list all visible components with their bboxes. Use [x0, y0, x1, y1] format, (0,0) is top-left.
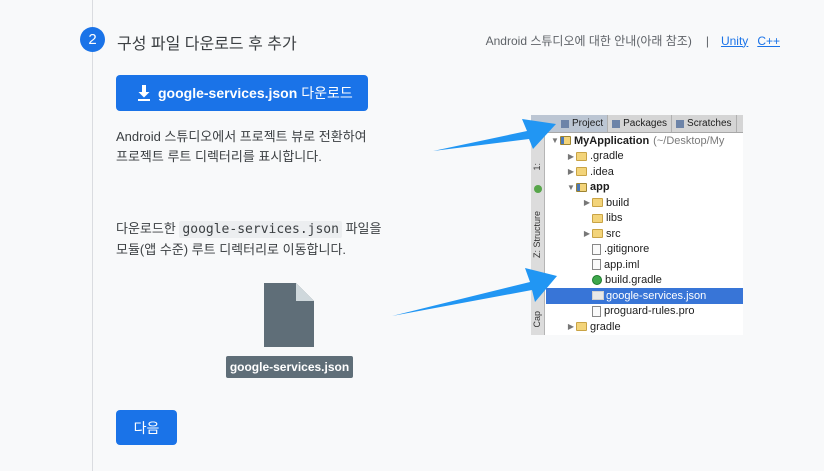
tree-item-label: MyApplication — [574, 134, 650, 147]
download-config-button[interactable]: google-services.json 다운로드 — [116, 75, 368, 111]
tree-item-label: build.gradle — [605, 274, 662, 287]
side-label-project: 1: — [532, 163, 542, 171]
tree-item-label: .idea — [590, 165, 614, 178]
instruction-line: 프로젝트 루트 디렉터리를 표시합니다. — [116, 149, 322, 164]
tree-item-label: .gradle — [590, 150, 624, 163]
expand-right-icon[interactable]: ▶ — [583, 198, 591, 208]
tree-item-libs[interactable]: libs — [546, 211, 743, 227]
ide-tab-packages: Packages — [608, 115, 673, 132]
tree-item-label: app.iml — [604, 258, 640, 271]
android-guide-text: Android 스튜디오에 대한 안내(아래 참조) — [485, 34, 692, 48]
tab-label: Packages — [623, 118, 668, 129]
instruction-line: Android 스튜디오에서 프로젝트 뷰로 전환하여 — [116, 129, 367, 144]
tree-item-build[interactable]: ▶ build — [546, 195, 743, 211]
tree-item-label: google-services.json — [606, 289, 707, 302]
tab-label: Project — [572, 118, 604, 129]
module-folder-icon — [560, 136, 571, 146]
tree-item-label: gradle — [590, 320, 621, 333]
module-folder-icon — [576, 182, 587, 192]
packages-icon — [612, 119, 621, 128]
instruction-line: 다운로드한 google-services.json 파일을 — [116, 219, 381, 240]
download-filename: google-services.json — [158, 85, 298, 101]
tree-item-myapplication[interactable]: ▼ MyApplication(~/Desktop/My — [546, 133, 743, 149]
tree-item-gitignore[interactable]: .gitignore — [546, 242, 743, 258]
tree-item-gradle[interactable]: ▶ gradle — [546, 319, 743, 335]
folder-icon — [576, 322, 587, 332]
step-number-badge: 2 — [80, 27, 105, 52]
step-title: 구성 파일 다운로드 후 추가 — [117, 36, 297, 53]
folder-icon — [592, 229, 603, 239]
tree-item-google-services-json[interactable]: google-services.json — [546, 288, 743, 304]
download-action-label: 다운로드 — [301, 85, 353, 101]
ide-side-toolbar: 1: Z: Structure Cap — [531, 133, 545, 335]
tree-item-idea[interactable]: ▶ .idea — [546, 164, 743, 180]
tree-item-path: (~/Desktop/My — [653, 134, 725, 147]
next-button[interactable]: 다음 — [116, 410, 177, 445]
tree-item-proguard-rules-pro[interactable]: proguard-rules.pro — [546, 304, 743, 320]
tree-item-label: app — [590, 181, 610, 194]
tree-item-gradle[interactable]: ▶ .gradle — [546, 149, 743, 165]
side-label-structure: Z: Structure — [532, 211, 542, 259]
gradle-icon — [592, 275, 602, 286]
file-icon[interactable] — [264, 283, 314, 347]
file-icon — [592, 305, 601, 317]
expand-right-icon[interactable]: ▶ — [567, 167, 575, 177]
cpp-link[interactable]: C++ — [757, 33, 780, 48]
android-studio-project-view: Project Packages Scratches 1: Z: Structu… — [531, 115, 743, 335]
ide-tab-scratches: Scratches — [672, 115, 737, 132]
link-separator: | — [705, 33, 709, 48]
tree-item-label: build — [606, 196, 630, 209]
file-badge-label[interactable]: google-services.json — [226, 356, 353, 378]
instruction-switch-view: Android 스튜디오에서 프로젝트 뷰로 전환하여 프로젝트 루트 디렉터리… — [116, 127, 367, 167]
tree-item-label: src — [606, 227, 621, 240]
tree-item-label: .gitignore — [604, 243, 650, 256]
instruction-text: 다운로드한 — [116, 221, 180, 236]
unity-link[interactable]: Unity — [720, 33, 749, 48]
ide-tab-bar: Project Packages Scratches — [531, 115, 743, 133]
file-icon — [592, 243, 601, 255]
step-connector-line — [92, 0, 93, 471]
tree-item-app[interactable]: ▼ app — [546, 180, 743, 196]
json-file-icon — [592, 291, 604, 301]
project-tree: ▼ MyApplication(~/Desktop/My ▶ .gradle ▶ .ide… — [546, 133, 743, 335]
instruction-text: 파일을 — [341, 221, 382, 236]
folder-icon — [576, 167, 587, 177]
expand-right-icon[interactable]: ▶ — [567, 322, 575, 332]
expand-down-icon[interactable]: ▼ — [551, 136, 559, 146]
folder-icon — [592, 213, 603, 223]
project-icon — [561, 119, 569, 128]
tab-label: Scratches — [687, 118, 732, 129]
side-label-captures: Cap — [532, 311, 542, 328]
expand-down-icon[interactable]: ▼ — [567, 182, 575, 192]
tree-item-src[interactable]: ▶ src — [546, 226, 743, 242]
download-icon — [138, 85, 150, 101]
file-icon — [592, 259, 601, 271]
tree-item-build-gradle[interactable]: build.gradle — [546, 273, 743, 289]
instruction-line: 모듈(앱 수준) 루트 디렉터리로 이동합니다. — [116, 242, 347, 257]
ide-tab-project: Project — [531, 115, 609, 132]
expand-right-icon[interactable]: ▶ — [567, 151, 575, 161]
code-filename: google-services.json — [179, 221, 342, 238]
tree-item-label: libs — [606, 212, 623, 225]
tree-item-app-iml[interactable]: app.iml — [546, 257, 743, 273]
folder-icon — [576, 151, 587, 161]
instruction-move-file: 다운로드한 google-services.json 파일을 모듈(앱 수준) … — [116, 219, 381, 260]
folder-icon — [592, 198, 603, 208]
android-icon — [534, 185, 542, 193]
platform-links: Android 스튜디오에 대한 안내(아래 참조) | Unity C++ — [486, 32, 780, 49]
expand-right-icon[interactable]: ▶ — [583, 229, 591, 239]
tree-item-label: proguard-rules.pro — [604, 305, 695, 318]
scratches-icon — [676, 119, 685, 128]
